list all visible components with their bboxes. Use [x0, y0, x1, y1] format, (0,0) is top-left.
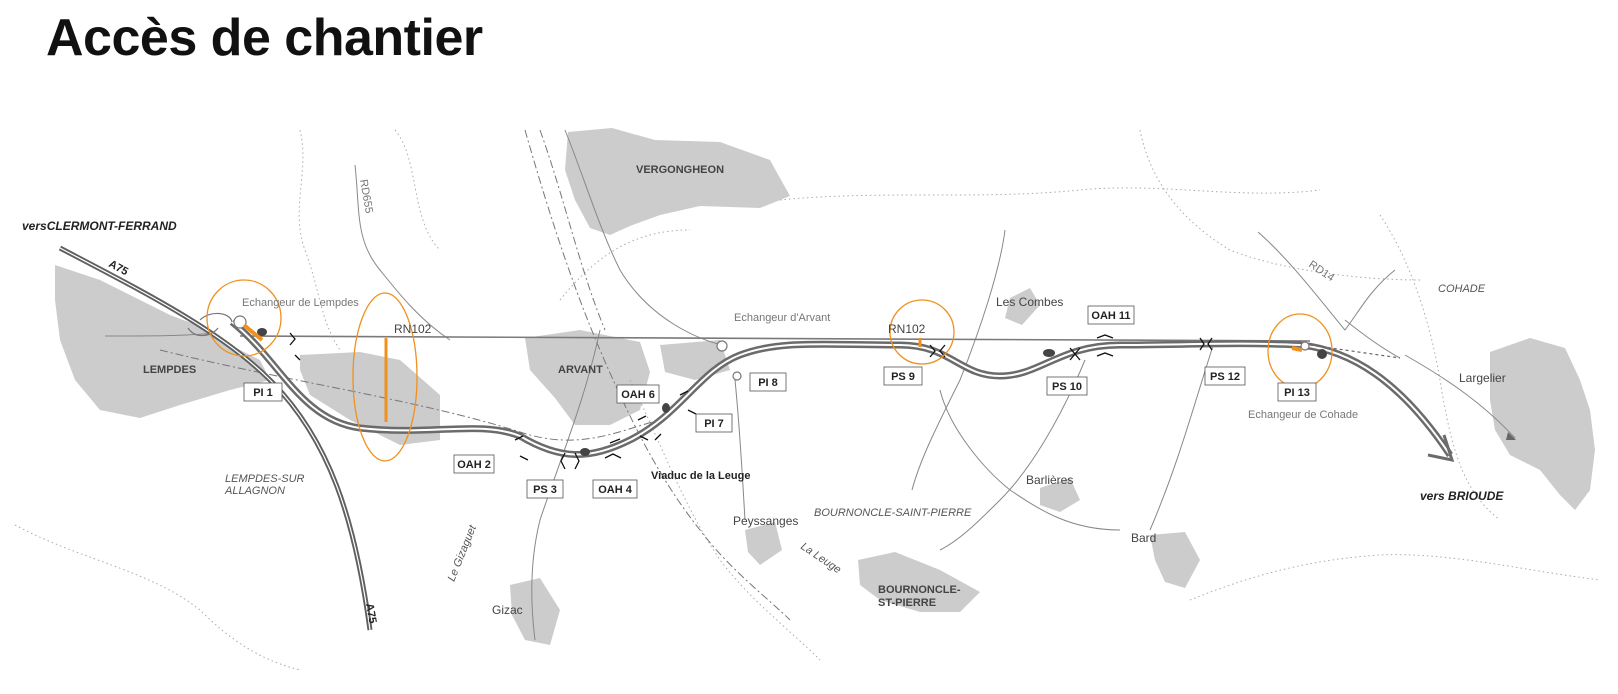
- arrow-head-east: [1427, 434, 1455, 462]
- interchange-labels: Echangeur de Lempdes Echangeur d'Arvant …: [242, 297, 1358, 421]
- structure-oah4: OAH 4: [592, 479, 638, 499]
- access-road-lempdes: [242, 323, 264, 342]
- structure-labels: PI 1 OAH 2 PS 3 OAH 4 OAH 6 PI 7 PI 8 PS…: [243, 305, 1317, 499]
- structure-ps10: PS 10: [1046, 376, 1088, 396]
- svg-text:PI 13: PI 13: [1284, 387, 1310, 399]
- label-largelier: Largelier: [1459, 371, 1506, 385]
- svg-text:OAH 11: OAH 11: [1091, 310, 1130, 322]
- area-les-combes: [1005, 288, 1040, 325]
- area-lempdes: [55, 265, 270, 418]
- label-echangeur-lempdes: Echangeur de Lempdes: [242, 297, 359, 309]
- svg-text:OAH 2: OAH 2: [457, 459, 491, 471]
- label-echangeur-cohade: Echangeur de Cohade: [1248, 409, 1358, 421]
- area-bournoncle: [858, 552, 980, 612]
- area-peyssanges: [745, 522, 782, 565]
- label-peyssanges: Peyssanges: [733, 514, 798, 528]
- structure-pi1: PI 1: [243, 382, 283, 402]
- new-route: [229, 319, 1455, 462]
- label-leuge: La Leuge: [798, 541, 843, 577]
- label-arvant: ARVANT: [558, 364, 603, 376]
- road-arvant-south: [531, 329, 601, 641]
- label-rd14: RD14: [1306, 259, 1336, 285]
- svg-text:PI 7: PI 7: [704, 418, 724, 430]
- road-pi8: [734, 379, 746, 521]
- area-lempdes-east: [300, 352, 440, 445]
- place-labels: VERGONGHEON LEMPDES ARVANT LEMPDES-SUR A…: [143, 164, 1506, 617]
- label-vergongheon: VERGONGHEON: [636, 164, 724, 176]
- label-rn102-east: RN102: [888, 322, 926, 336]
- road-combes: [911, 229, 1006, 491]
- road-vergongheon: [564, 129, 723, 346]
- road-barlieres: [939, 359, 1086, 551]
- structure-oah2: OAH 2: [453, 454, 495, 474]
- road-rd14: [1257, 231, 1396, 331]
- svg-text:PS 10: PS 10: [1052, 381, 1082, 393]
- bridge-marks: [289, 332, 1213, 470]
- road-barlieres-loop: [939, 389, 1121, 531]
- area-arvant: [525, 330, 650, 425]
- svg-text:OAH 4: OAH 4: [598, 484, 633, 496]
- structure-ps9: PS 9: [883, 366, 923, 386]
- road-rd14-cohade: [1344, 319, 1401, 359]
- structure-oah6: OAH 6: [616, 384, 660, 404]
- label-cohade: COHADE: [1438, 283, 1486, 295]
- structure-ps12: PS 12: [1204, 366, 1246, 386]
- label-rn102-west: RN102: [394, 322, 432, 336]
- area-gizac: [510, 578, 560, 645]
- access-zone-rn102: [352, 292, 418, 462]
- label-lempdes-sur-2: ALLAGNON: [224, 485, 285, 497]
- label-direction-east: vers BRIOUDE: [1420, 489, 1504, 503]
- svg-text:PI 1: PI 1: [253, 387, 273, 399]
- commune-boundaries: [14, 129, 1601, 671]
- structure-pi7: PI 7: [695, 413, 733, 433]
- structure-pi13: PI 13: [1277, 382, 1317, 402]
- label-rd655: RD655: [357, 178, 375, 214]
- label-les-combes: Les Combes: [996, 295, 1063, 309]
- area-barlieres: [1040, 478, 1080, 512]
- secondary-roads: [104, 129, 1516, 641]
- access-zone-ps9: [889, 299, 955, 365]
- urban-areas: [55, 128, 1595, 645]
- label-viaduc: Viaduc de la Leuge: [651, 470, 750, 482]
- label-a75-bottom: A75: [363, 602, 378, 624]
- svg-text:PS 9: PS 9: [891, 371, 915, 383]
- railway-lines: [159, 129, 791, 621]
- access-zone-lempdes: [206, 279, 282, 357]
- svg-text:PS 3: PS 3: [533, 484, 557, 496]
- label-echangeur-arvant: Echangeur d'Arvant: [734, 312, 830, 324]
- road-ps12: [1149, 339, 1216, 531]
- label-bournoncle-region: BOURNONCLE-SAINT-PIERRE: [814, 507, 972, 519]
- road-rd655: [354, 164, 451, 341]
- label-gizaguet: Le Gizaguet: [446, 523, 480, 583]
- structure-oah11: OAH 11: [1087, 305, 1135, 325]
- svg-text:PI 8: PI 8: [758, 377, 778, 389]
- area-bard: [1150, 532, 1200, 588]
- direction-labels: versCLERMONT-FERRAND vers BRIOUDE: [22, 219, 1504, 503]
- area-largelier: [1490, 338, 1595, 510]
- label-direction-west: versCLERMONT-FERRAND: [22, 219, 177, 233]
- road-rn102: [239, 335, 1311, 342]
- label-bournoncle-1: BOURNONCLE-: [878, 584, 961, 596]
- road-largelier: [1404, 354, 1516, 439]
- svg-text:PS 12: PS 12: [1210, 371, 1240, 383]
- page-title: Accès de chantier: [46, 9, 483, 67]
- label-bournoncle-2: ST-PIERRE: [878, 597, 936, 609]
- label-gizac: Gizac: [492, 603, 523, 617]
- label-bard: Bard: [1131, 531, 1156, 545]
- svg-text:OAH 6: OAH 6: [621, 389, 655, 401]
- motorway-a75: [58, 245, 373, 631]
- label-lempdes: LEMPDES: [143, 364, 196, 376]
- label-barlieres: Barlières: [1026, 473, 1073, 487]
- structure-pi8: PI 8: [749, 372, 787, 392]
- label-lempdes-sur-1: LEMPDES-SUR: [225, 473, 305, 485]
- interchange-nodes: [187, 312, 1310, 381]
- work-platforms: [257, 328, 1327, 456]
- access-road-cohade: [1291, 346, 1303, 352]
- structure-ps3: PS 3: [526, 479, 564, 499]
- area-vergongheon: [565, 128, 790, 235]
- road-lempdes-west: [104, 332, 216, 337]
- arrow-largelier: [1506, 432, 1516, 440]
